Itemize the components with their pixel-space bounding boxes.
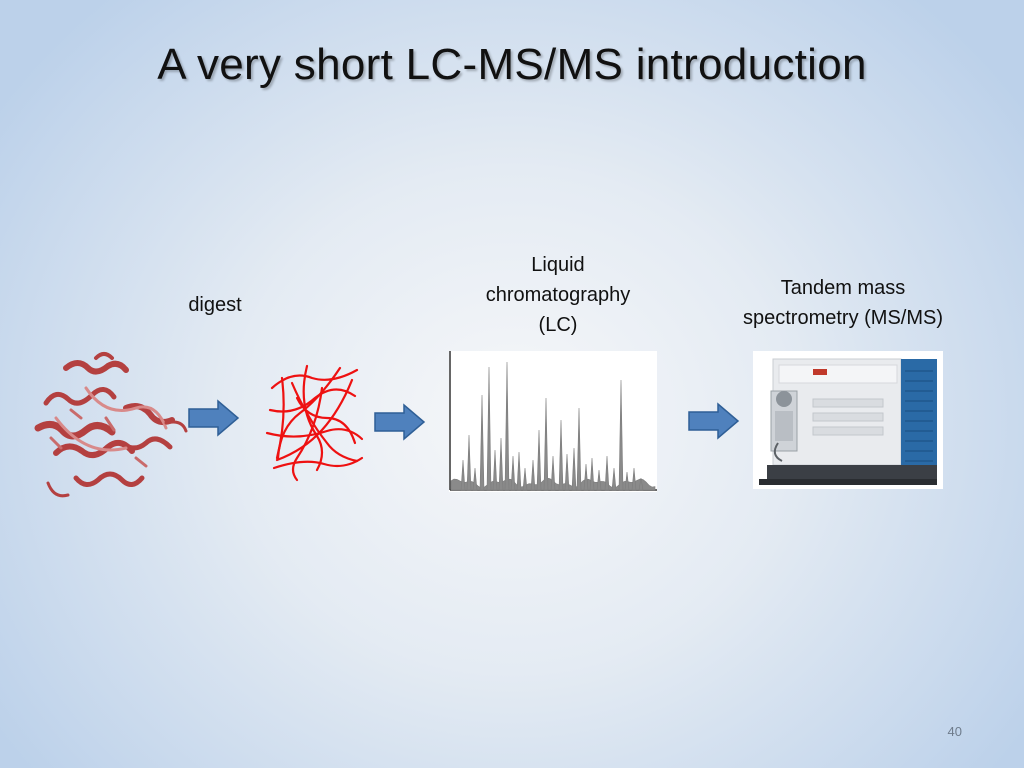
- digest-label: digest: [188, 294, 242, 316]
- chromatogram-peak: [558, 419, 564, 491]
- slide-number: 40: [947, 724, 962, 739]
- chromatogram-peak: [638, 477, 644, 491]
- chromatogram-peak: [583, 463, 589, 491]
- chromatogram-peak: [504, 361, 510, 491]
- chromatogram-peak: [631, 467, 637, 491]
- chromatogram-peak: [492, 449, 498, 491]
- slide-title: A very short LC-MS/MS introduction: [157, 40, 867, 89]
- chromatogram-panel: [449, 351, 657, 492]
- chromatogram-peak: [550, 455, 556, 491]
- ms-instrument-panel: [753, 351, 943, 489]
- chromatogram-peak: [460, 459, 466, 491]
- chromatogram-peak: [604, 455, 610, 491]
- chromatogram-peak: [498, 437, 504, 491]
- lc-label: Liquid chromatography (LC): [485, 254, 631, 336]
- mass-spectrometer-icon: [759, 358, 937, 485]
- arrow-lc: [374, 403, 426, 441]
- peptide-fragments-icon: [265, 364, 364, 482]
- protein-structure-icon: [34, 352, 188, 498]
- chromatogram-peak: [618, 379, 624, 491]
- chromatogram-peak: [571, 447, 577, 491]
- chromatogram-peak: [472, 467, 478, 491]
- chromatogram-peak: [530, 459, 536, 491]
- chromatogram-peak: [576, 407, 582, 491]
- chromatogram-peak: [543, 397, 549, 491]
- arrow-digest: [188, 399, 240, 437]
- chromatogram-peak: [611, 467, 617, 491]
- chromatogram-peak: [564, 453, 570, 491]
- chromatogram-peak: [516, 451, 522, 491]
- chromatogram-peak: [522, 467, 528, 491]
- chromatogram-peak: [624, 471, 630, 491]
- chromatogram-peak: [536, 429, 542, 491]
- arrow-msms: [688, 402, 740, 440]
- chromatogram-peak: [466, 434, 472, 491]
- chromatogram-peak: [479, 394, 485, 491]
- chromatogram-peak: [510, 455, 516, 491]
- msms-label: Tandem mass spectrometry (MS/MS): [742, 277, 944, 329]
- chromatogram-icon: [449, 351, 657, 491]
- chromatogram-peak: [486, 366, 492, 491]
- chromatogram-peak: [589, 457, 595, 491]
- chromatogram-peak: [596, 469, 602, 491]
